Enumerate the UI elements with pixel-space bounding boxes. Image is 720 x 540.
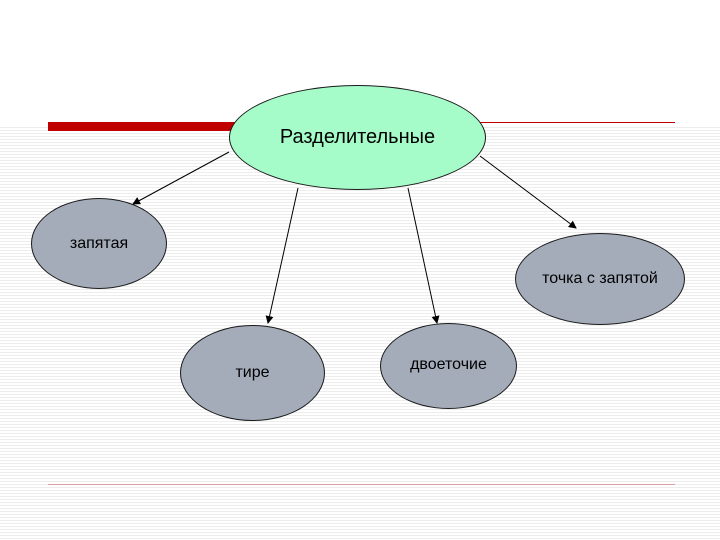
- node-dvoetochie: двоеточие: [380, 323, 517, 409]
- title-accent-bar: [48, 122, 238, 131]
- node-tochka-s-zapyatoy-label: точка с запятой: [542, 270, 658, 287]
- node-tochka-s-zapyatoy: точка с запятой: [515, 233, 685, 325]
- title-accent-line: [478, 122, 675, 123]
- node-zapyataya-label: запятая: [69, 234, 129, 252]
- node-tire: тире: [180, 325, 325, 421]
- footer-divider: [48, 484, 675, 485]
- edge-central-zapyataya: [132, 151, 230, 205]
- edge-central-dvoetochie: [407, 187, 440, 324]
- edge-central-tire: [265, 187, 299, 324]
- central-node-label: Разделительные: [279, 126, 436, 148]
- node-zapyataya: запятая: [31, 198, 167, 289]
- edge-central-tochka: [479, 155, 577, 229]
- node-dvoetochie-label: двоеточие: [410, 356, 487, 373]
- lined-background: [0, 127, 720, 540]
- central-node: Разделительные: [229, 85, 486, 190]
- node-tire-label: тире: [235, 364, 270, 381]
